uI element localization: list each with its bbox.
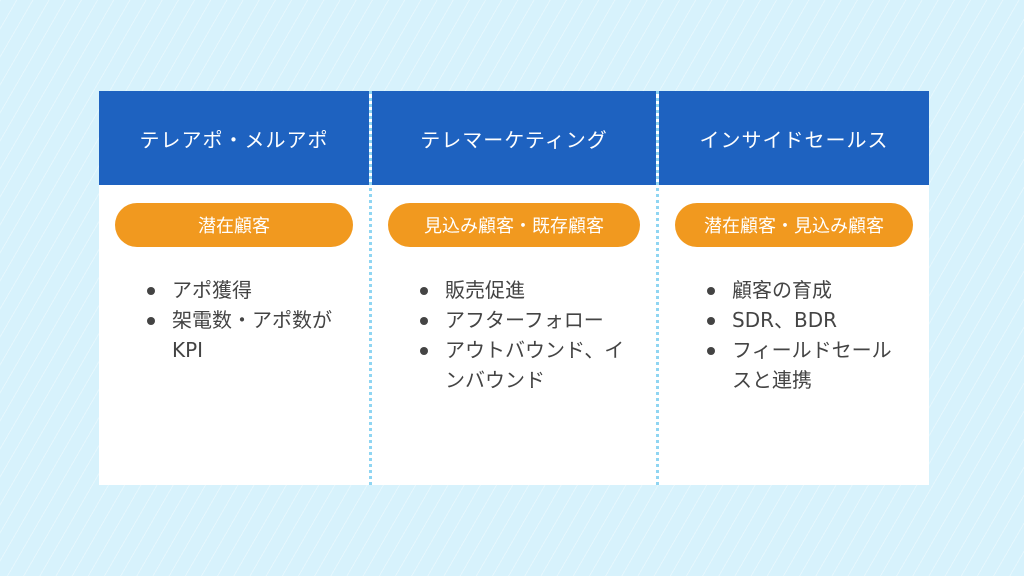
column-telemarketing: テレマーケティング 見込み顧客・既存顧客 販売促進 アフターフォロー アウトバウ… bbox=[369, 91, 656, 485]
column-header: テレアポ・メルアポ bbox=[99, 91, 369, 185]
list-item: アウトバウンド、インバウンド bbox=[420, 335, 636, 395]
list-item: 販売促進 bbox=[420, 275, 636, 305]
list-item: アポ獲得 bbox=[147, 275, 349, 305]
column-header: テレマーケティング bbox=[372, 91, 656, 185]
target-badge: 潜在顧客・見込み顧客 bbox=[675, 203, 913, 247]
column-inside-sales: インサイドセールス 潜在顧客・見込み顧客 顧客の育成 SDR、BDR フィールド… bbox=[656, 91, 929, 485]
list-item: フィールドセールスと連携 bbox=[707, 335, 909, 395]
comparison-table: テレアポ・メルアポ 潜在顧客 アポ獲得 架電数・アポ数がKPI テレマーケティン… bbox=[99, 91, 929, 485]
list-item: 架電数・アポ数がKPI bbox=[147, 305, 349, 365]
column-header: インサイドセールス bbox=[659, 91, 929, 185]
list-item: アフターフォロー bbox=[420, 305, 636, 335]
list-item: 顧客の育成 bbox=[707, 275, 909, 305]
column-teleapo: テレアポ・メルアポ 潜在顧客 アポ獲得 架電数・アポ数がKPI bbox=[99, 91, 369, 485]
target-badge: 潜在顧客 bbox=[115, 203, 353, 247]
target-badge: 見込み顧客・既存顧客 bbox=[388, 203, 640, 247]
feature-list: アポ獲得 架電数・アポ数がKPI bbox=[147, 275, 349, 365]
feature-list: 顧客の育成 SDR、BDR フィールドセールスと連携 bbox=[707, 275, 909, 395]
list-item: SDR、BDR bbox=[707, 305, 909, 335]
feature-list: 販売促進 アフターフォロー アウトバウンド、インバウンド bbox=[420, 275, 636, 395]
